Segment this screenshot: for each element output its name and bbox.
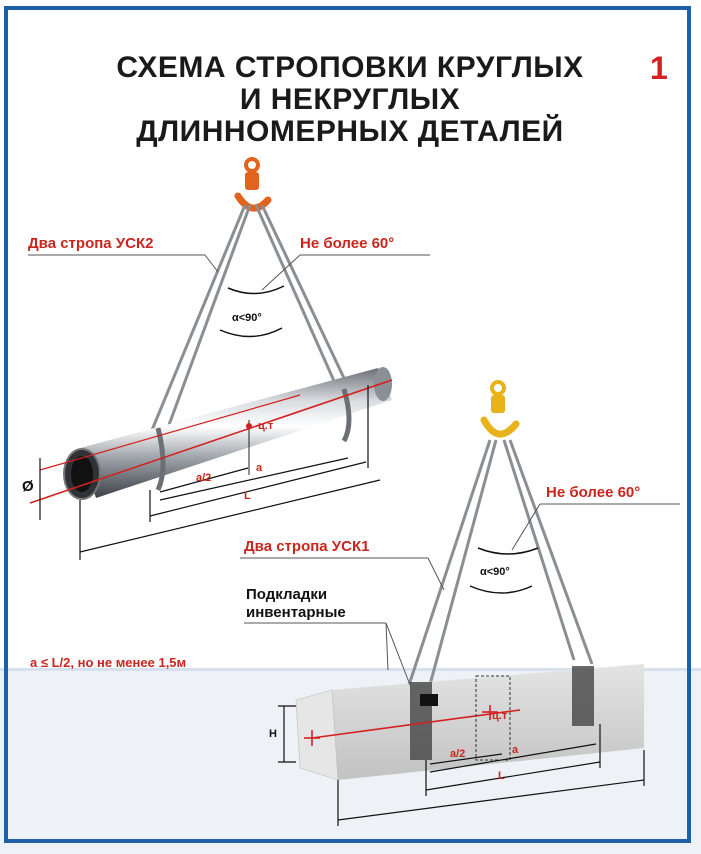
page-frame [4, 6, 691, 843]
beam-hook-icon [480, 380, 520, 438]
page-title: СХЕМА СТРОПОВКИ КРУГЛЫХ И НЕКРУГЛЫХ ДЛИН… [40, 52, 660, 148]
pipe-a-label: a [256, 462, 263, 474]
beam-dimensions [278, 705, 645, 826]
pipe-hook-icon [234, 157, 272, 212]
length-note: a ≤ L/2, но не менее 1,5м [30, 655, 187, 670]
pipe-cg-label: ц.т [258, 420, 274, 432]
pipe-axis [29, 379, 393, 504]
pipe-dimensions [39, 385, 381, 560]
beam-L-label: L [498, 770, 505, 782]
title-line-1: СХЕМА СТРОПОВКИ КРУГЛЫХ [116, 51, 584, 84]
pipe-half-a-label: a/2 [196, 472, 212, 484]
title-line-3: ДЛИННОМЕРНЫХ ДЕТАЛЕЙ [136, 115, 564, 148]
beam-H-label: H [269, 728, 277, 740]
pipe-diameter-label: Ø [22, 478, 34, 495]
title-line-2: И НЕКРУГЛЫХ [239, 83, 461, 116]
beam-slings-label: Два стропа УСК1 [244, 538, 370, 555]
beam-pads-label-line2: инвентарные [246, 604, 346, 621]
pipe-slings-label: Два стропа УСК2 [28, 235, 154, 252]
pipe-alpha-label: α<90° [232, 312, 262, 324]
beam-slings [406, 439, 594, 693]
beam-angle-label: Не более 60° [546, 484, 641, 501]
beam-half-a-label: a/2 [450, 748, 466, 760]
sheet-number: 1 [650, 50, 668, 86]
beam-axis [311, 709, 521, 739]
pipe-slings [150, 204, 354, 434]
pipe-angle-label: Не более 60° [300, 235, 395, 252]
pipe-L-label: L [244, 490, 251, 502]
beam-pads-label-line1: Подкладки [246, 586, 328, 603]
beam-cg-label: ц.т [492, 710, 508, 722]
beam [295, 664, 644, 781]
beam-pads-label: Подкладки инвентарные [246, 586, 346, 622]
beam-a-label: a [512, 744, 519, 756]
beam-alpha-label: α<90° [480, 566, 510, 578]
beam-cg-box [475, 675, 511, 761]
pipe-cg-marker [246, 423, 252, 429]
